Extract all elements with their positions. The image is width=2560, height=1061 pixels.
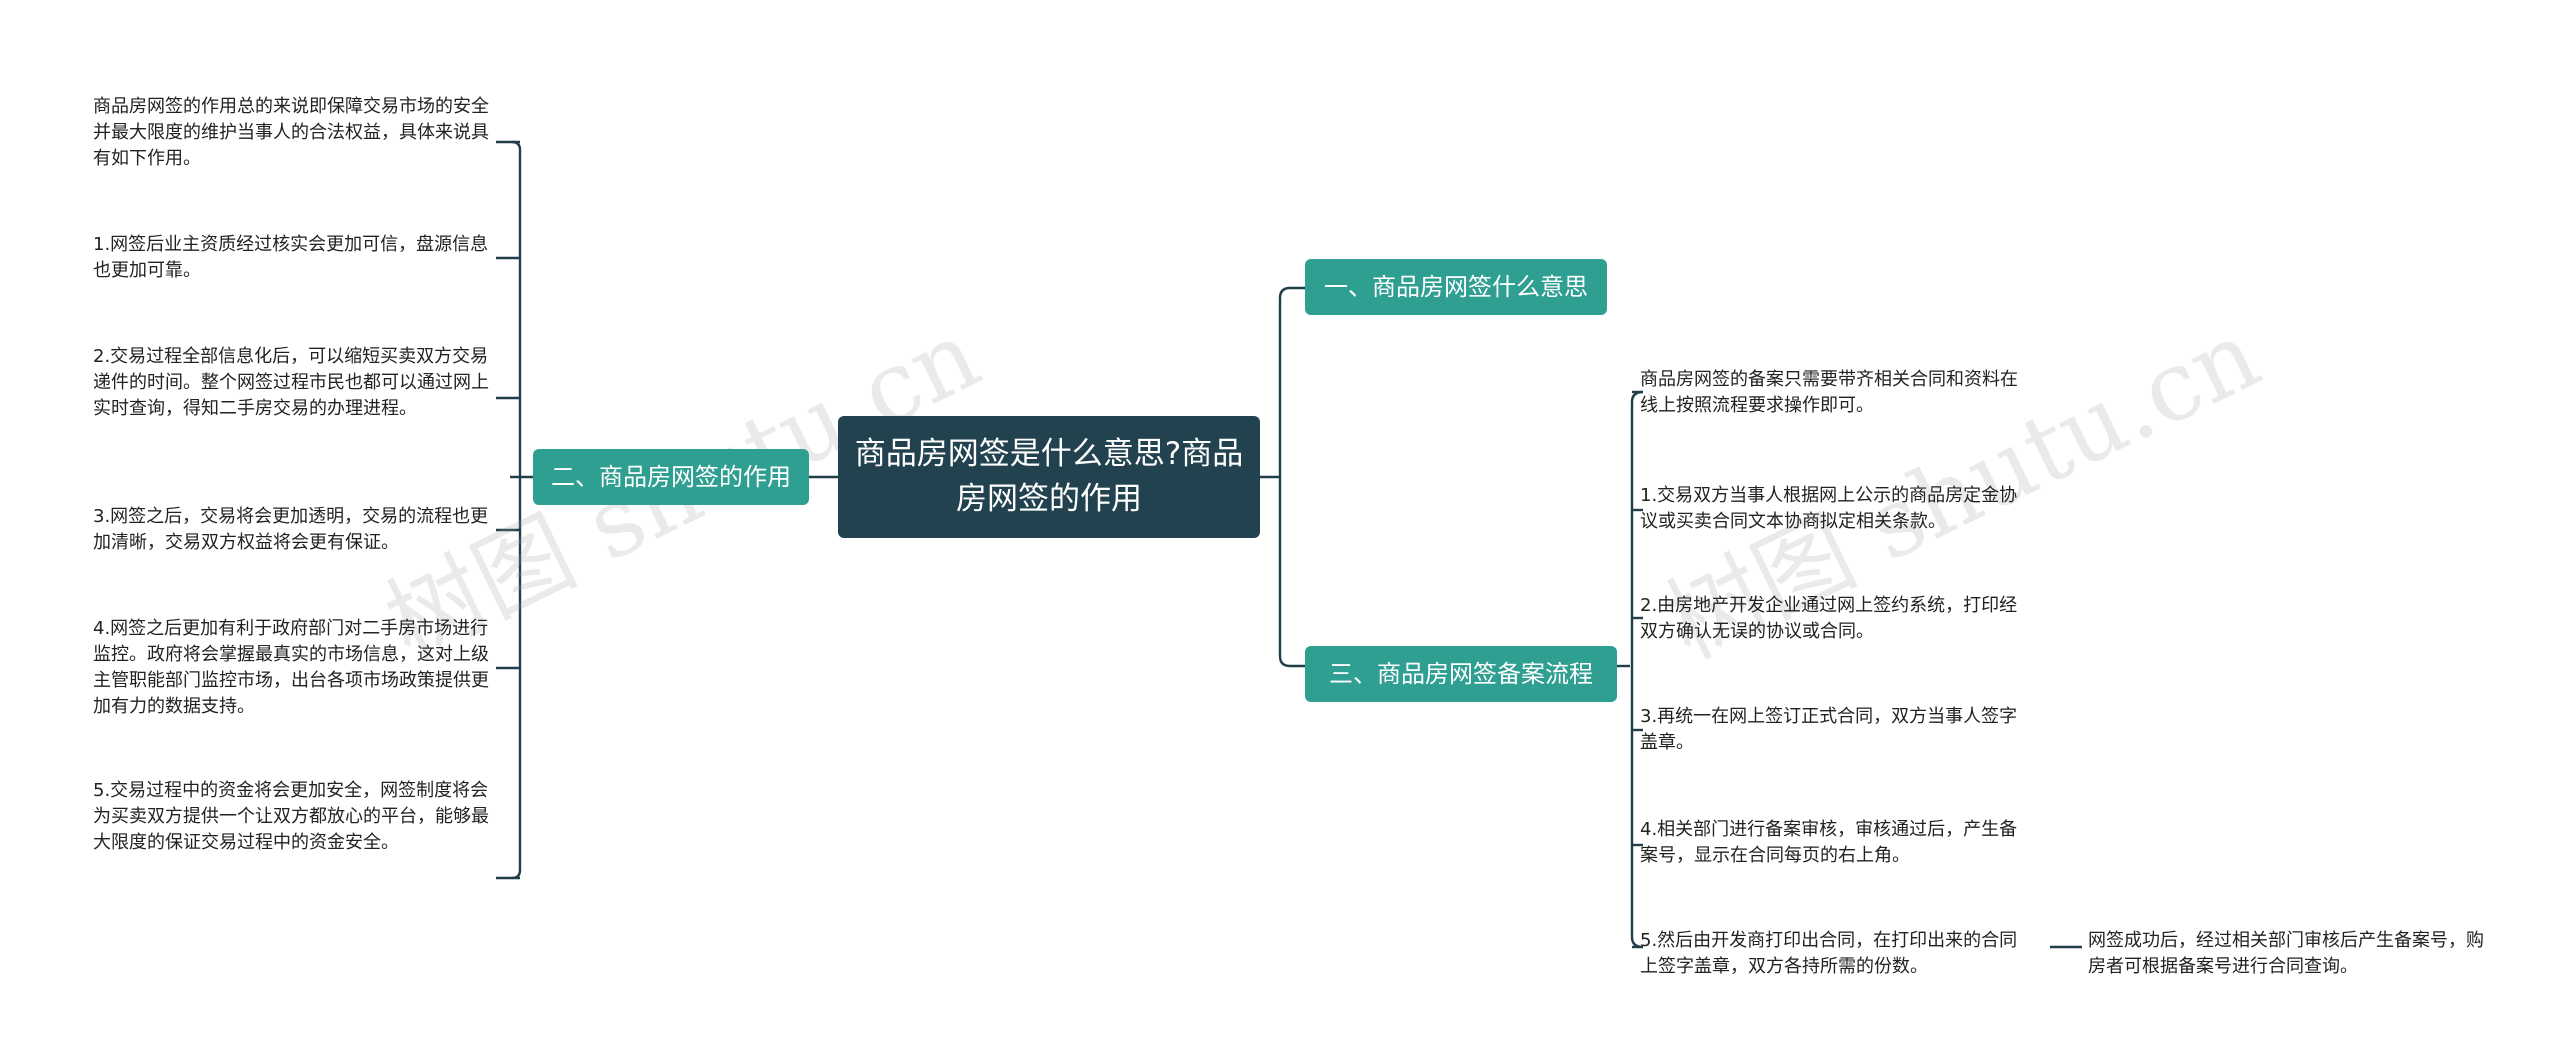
right-leaf: 4.相关部门进行备案审核，审核通过后，产生备案号，显示在合同每页的右上角。 xyxy=(1640,819,2018,866)
branch-two[interactable]: 二、商品房网签的作用 xyxy=(533,449,809,505)
left-leaf: 5.交易过程中的资金将会更加安全，网签制度将会为买卖双方提供一个让双方都放心的平… xyxy=(93,780,489,853)
branch-three[interactable]: 三、商品房网签备案流程 xyxy=(1305,646,1617,702)
connector-left-spine xyxy=(511,140,522,880)
sub-leaf: 网签成功后，经过相关部门审核后产生备案号，购房者可根据备案号进行合同查询。 xyxy=(2088,930,2484,977)
left-leaf: 商品房网签的作用总的来说即保障交易市场的安全并最大限度的维护当事人的合法权益，具… xyxy=(93,96,489,169)
left-leaf: 3.网签之后，交易将会更加透明，交易的流程也更加清晰，交易双方权益将会更有保证。 xyxy=(93,506,489,553)
right-leaf: 2.由房地产开发企业通过网上签约系统，打印经双方确认无误的协议或合同。 xyxy=(1640,595,2018,642)
left-leaf: 4.网签之后更加有利于政府部门对二手房市场进行监控。政府将会掌握最真实的市场信息… xyxy=(93,618,489,717)
left-leaf: 1.网签后业主资质经过核实会更加可信，盘源信息也更加可靠。 xyxy=(93,234,489,281)
right-leaf: 1.交易双方当事人根据网上公示的商品房定金协议或买卖合同文本协商拟定相关条款。 xyxy=(1640,485,2018,532)
right-leaf: 3.再统一在网上签订正式合同，双方当事人签字盖章。 xyxy=(1640,706,2018,753)
left-leaf: 2.交易过程全部信息化后，可以缩短买卖双方交易递件的时间。整个网签过程市民也都可… xyxy=(93,346,489,419)
root-topic[interactable]: 商品房网签是什么意思?商品房网签的作用 xyxy=(838,416,1260,538)
right-leaf: 5.然后由开发商打印出合同，在打印出来的合同上签字盖章，双方各持所需的份数。 xyxy=(1640,930,2018,977)
branch-one[interactable]: 一、商品房网签什么意思 xyxy=(1305,259,1607,315)
right-leaf: 商品房网签的备案只需要带齐相关合同和资料在线上按照流程要求操作即可。 xyxy=(1640,369,2018,416)
connector-root-right-spine xyxy=(1260,286,1305,668)
